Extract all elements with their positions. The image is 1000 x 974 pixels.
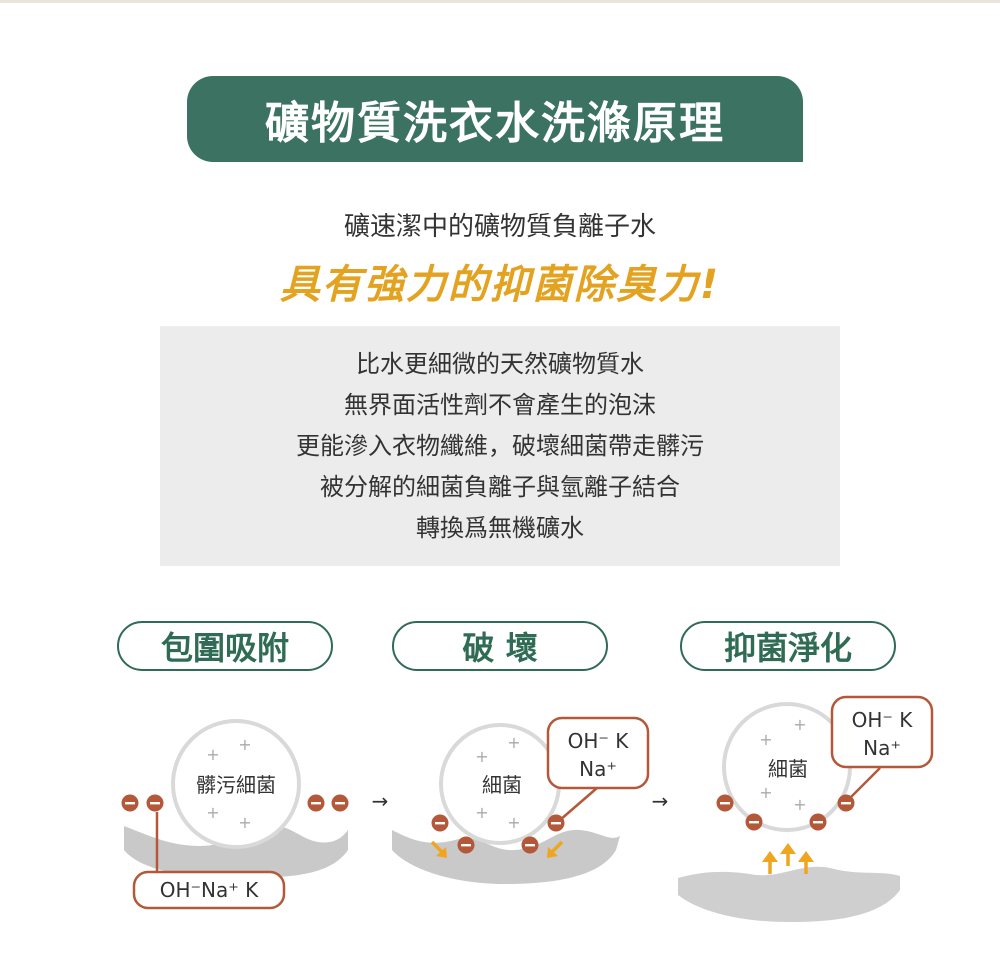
- positive-charge-icon: +: [475, 803, 488, 822]
- stage-pill-adsorb: 包圍吸附: [117, 621, 333, 671]
- top-divider-line: [0, 0, 1000, 3]
- ion-pointer-line: [559, 787, 598, 821]
- fabric-surface: [124, 825, 348, 878]
- ion-pointer-line: [849, 767, 881, 799]
- page-title: 礦物質洗衣水洗滌原理: [265, 98, 725, 149]
- negative-ion-icon: [457, 836, 475, 854]
- description-line: 轉換爲無機礦水: [416, 514, 584, 542]
- positive-charge-icon: +: [238, 813, 251, 832]
- positive-charge-icon: +: [759, 730, 772, 749]
- positive-charge-icon: +: [206, 745, 219, 764]
- negative-ion-icon: [121, 794, 139, 812]
- ion-label-box: [546, 716, 650, 790]
- fabric-surface: [678, 866, 900, 922]
- bacteria-label: 細菌: [768, 757, 808, 781]
- positive-charge-icon: +: [238, 735, 251, 754]
- positive-charge-icon: +: [793, 715, 806, 734]
- description-list: 比水更細微的天然礦物質水 無界面活性劑不會產生的泡沫 更能滲入衣物纖維，破壞細菌…: [160, 326, 840, 549]
- description-box: 比水更細微的天然礦物質水 無界面活性劑不會產生的泡沫 更能滲入衣物纖維，破壞細菌…: [160, 326, 840, 566]
- step-arrow-icon: →: [372, 789, 389, 813]
- up-arrow-icon: [762, 851, 778, 874]
- negative-ion-icon: [521, 836, 539, 854]
- stage-2-illustration: + + + + 細菌 OH⁻ K Na⁺: [392, 716, 650, 884]
- arrow-orange-icon: [430, 840, 447, 858]
- bacteria-label: 細菌: [482, 773, 522, 797]
- negative-ion-icon: [331, 794, 349, 812]
- bacteria-circle: [171, 719, 301, 849]
- ion-label-box: [830, 695, 934, 769]
- description-line: 被分解的細菌負離子與氫離子結合: [320, 473, 680, 501]
- ion-label: OH⁻ K: [568, 729, 630, 753]
- positive-charge-icon: +: [206, 803, 219, 822]
- positive-charge-icon: +: [507, 813, 520, 832]
- up-arrow-icon: [798, 851, 814, 874]
- negative-ion-icon: [837, 794, 855, 812]
- stage-3-illustration: + + + + 細菌 OH⁻ K Na⁺: [678, 695, 934, 922]
- positive-charge-icon: +: [507, 733, 520, 752]
- ion-label-box: [132, 870, 286, 910]
- negative-ion-icon: [809, 813, 827, 831]
- positive-charge-icon: +: [475, 747, 488, 766]
- ion-label: Na⁺: [579, 757, 617, 781]
- ion-label: Na⁺: [863, 736, 901, 760]
- arrow-orange-icon: [547, 840, 564, 858]
- description-line: 更能滲入衣物纖維，破壞細菌帶走髒污: [296, 432, 704, 460]
- stage-pill-purify: 抑菌淨化: [680, 621, 896, 671]
- stage-1-illustration: + + + + 髒污細菌 OH⁻Na⁺ K: [121, 719, 349, 910]
- stage-pill-destroy: 破 壞: [392, 621, 608, 671]
- positive-charge-icon: +: [759, 783, 772, 802]
- negative-ion-icon: [307, 794, 325, 812]
- ion-label: OH⁻Na⁺ K: [160, 878, 259, 902]
- positive-charge-icon: +: [793, 795, 806, 814]
- negative-ion-icon: [146, 794, 164, 812]
- negative-ion-icon: [716, 794, 734, 812]
- headline: 具有強力的抑菌除臭力!: [279, 262, 721, 308]
- step-arrow-icon: →: [652, 789, 669, 813]
- title-banner: 礦物質洗衣水洗滌原理: [187, 76, 803, 162]
- negative-ion-icon: [431, 814, 449, 832]
- up-arrow-icon: [780, 843, 796, 866]
- subtitle: 礦速潔中的礦物質負離子水: [343, 212, 656, 242]
- ion-label: OH⁻ K: [852, 708, 914, 732]
- description-line: 比水更細微的天然礦物質水: [356, 350, 644, 378]
- negative-ion-icon: [745, 813, 763, 831]
- description-line: 無界面活性劑不會產生的泡沫: [344, 391, 656, 419]
- bacteria-label: 髒污細菌: [196, 773, 276, 797]
